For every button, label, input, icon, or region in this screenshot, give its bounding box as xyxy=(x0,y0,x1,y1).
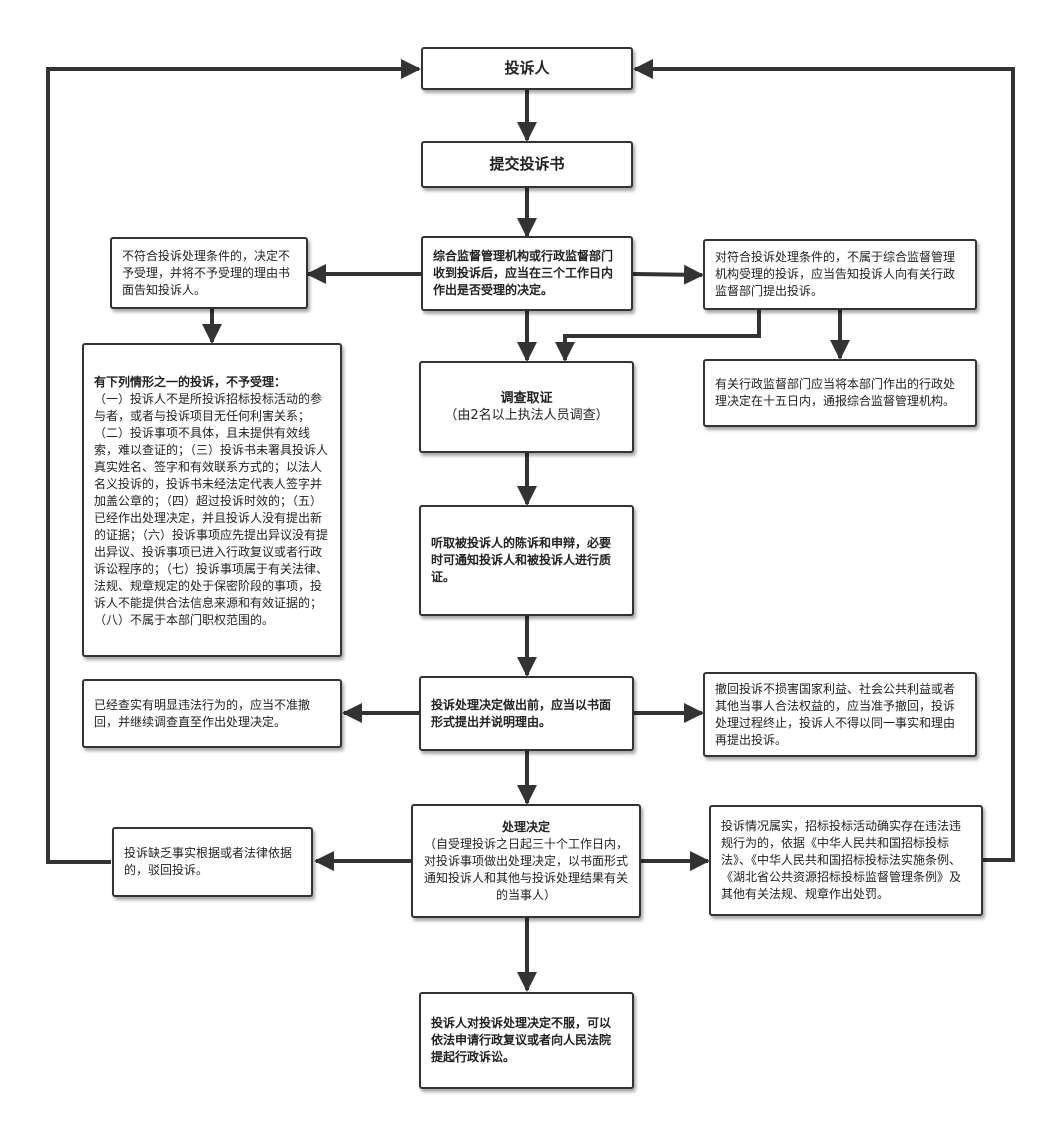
node-allow-withdraw: 撤回投诉不损害国家利益、社会公共利益或者其他当事人合法权益的，应当准予撤回，投诉… xyxy=(703,672,977,757)
arrow-dismiss-loop-to-complainant xyxy=(46,59,421,864)
investigate-sub: （由2名以上执法人员调查） xyxy=(444,408,609,423)
node-receive: 综合监督管理机构或行政监督部门收到投诉后，应当在三个工作日内作出是否受理的决定。 xyxy=(421,236,633,311)
node-no-withdraw: 已经查实有明显违法行为的，应当不准撤回，并继续调查直至作出处理决定。 xyxy=(82,679,342,748)
not-accepted-title: 有下列情形之一的投诉，不予受理： xyxy=(94,375,287,389)
decision-sub: （自受理投诉之日起三十个工作日内，对投诉事项做出处理决定，以书面形式通知投诉人和… xyxy=(423,836,628,902)
node-not-accepted: 有下列情形之一的投诉，不予受理： （一）投诉人不是所投诉招标投标活动的参与者，或… xyxy=(82,343,342,657)
node-dismiss: 投诉缺乏事实根据或者法律依据的，驳回投诉。 xyxy=(112,827,313,897)
arrow-transfer-to-investigate xyxy=(555,310,761,362)
node-withdraw: 投诉处理决定做出前，应当以书面形式提出并说明理由。 xyxy=(419,676,634,751)
node-punish: 投诉情况属实，招标投标活动确实存在违法违规行为的，依据《中华人民共和国招标投标法… xyxy=(709,805,983,916)
arrow-receive-to-transfer xyxy=(632,264,704,285)
investigate-title: 调查取证 xyxy=(500,391,553,406)
node-appeal: 投诉人对投诉处理决定不服，可以依法申请行政复议或者向人民法院提起行政诉讼。 xyxy=(419,992,634,1089)
node-submit: 提交投诉书 xyxy=(421,141,633,188)
node-decision: 处理决定 （自受理投诉之日起三十个工作日内，对投诉事项做出处理决定，以书面形式通… xyxy=(411,804,641,918)
node-transfer-condition: 对符合投诉处理条件的，不属于综合监督管理机构受理的投诉，应当告知投诉人向有关行政… xyxy=(703,239,977,310)
node-hearing: 听取被投诉人的陈诉和申辩，必要时可通知投诉人和被投诉人进行质证。 xyxy=(419,505,634,616)
node-reject-condition: 不符合投诉处理条件的，决定不予受理，并将不予受理的理由书面告知投诉人。 xyxy=(110,237,308,309)
node-complainant: 投诉人 xyxy=(421,47,633,90)
arrow-punish-loop-to-complainant xyxy=(633,59,1015,862)
decision-title: 处理决定 xyxy=(501,819,550,834)
node-investigate: 调查取证 （由2名以上执法人员调查） xyxy=(419,361,634,453)
not-accepted-body: （一）投诉人不是所投诉招标投标活动的参与者，或者与投诉项目无任何利害关系；（二）… xyxy=(94,392,329,627)
node-other-dept: 有关行政监督部门应当将本部门作出的行政处理决定在十五日内，通报综合监督管理机构。 xyxy=(703,359,977,427)
